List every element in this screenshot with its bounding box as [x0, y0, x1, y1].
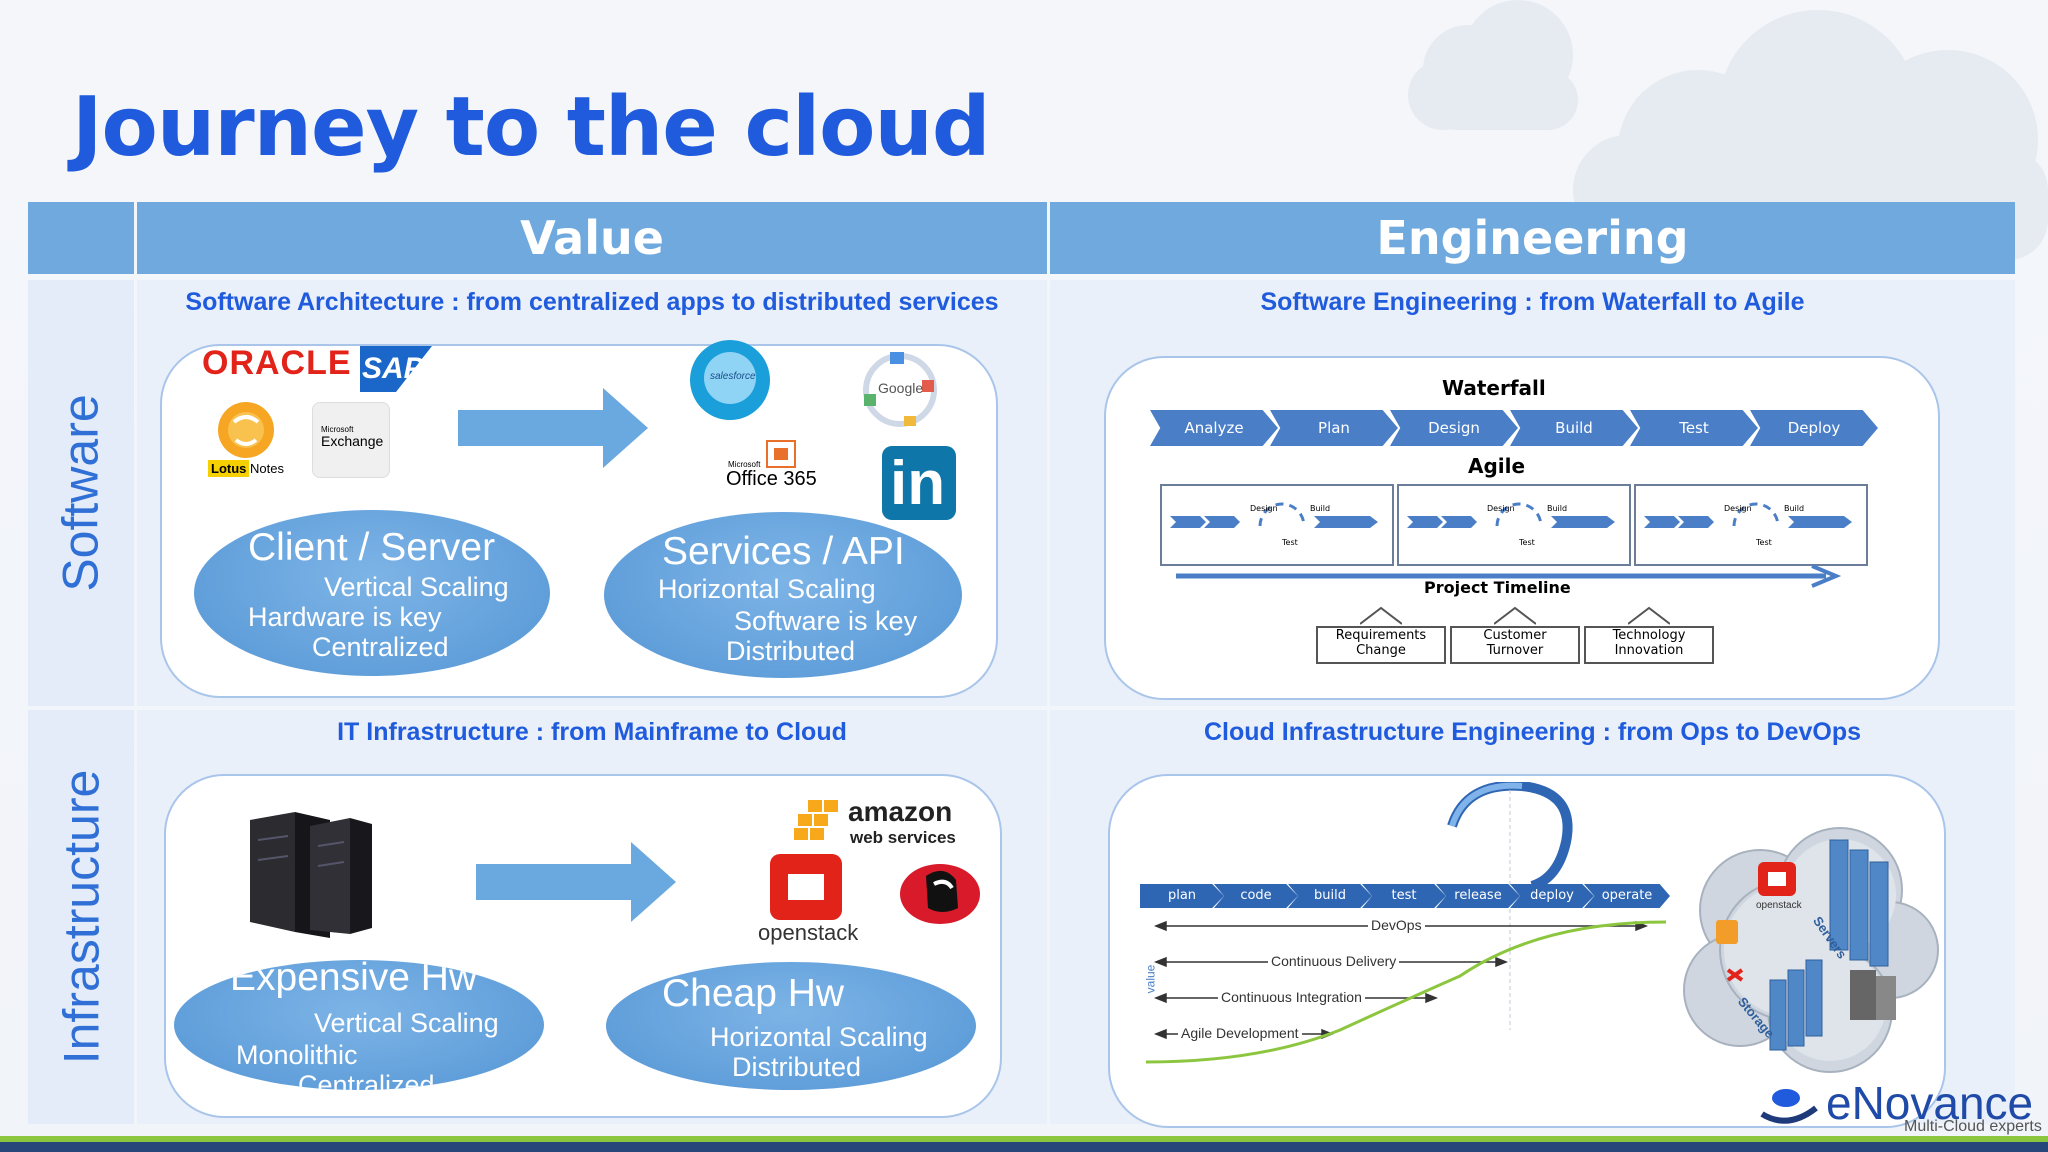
pipeline-build: build: [1288, 884, 1372, 908]
level-devops: DevOps: [1368, 917, 1425, 933]
row-label-infrastructure: Infrastructure: [28, 710, 134, 1124]
salesforce-logo: salesforce: [690, 340, 770, 420]
pipeline-release: release: [1436, 884, 1520, 908]
sprint-cycle-icon: [1407, 502, 1615, 528]
google-apps-logo: Google: [860, 350, 940, 430]
lotus-notes-logo: Lotus Notes: [208, 400, 288, 482]
software-arrow: [458, 388, 648, 468]
pipeline-test: test: [1362, 884, 1446, 908]
step-design: Design: [1390, 410, 1518, 446]
cheap-hw-ellipse: Cheap Hw Horizontal Scaling Distributed: [606, 962, 976, 1090]
sprint-cycle-icon: [1170, 502, 1378, 528]
level-continuous-delivery: Continuous Delivery: [1268, 953, 1400, 969]
amazon-web-services-logo: amazon web services: [794, 796, 974, 850]
sprint-cycle-icon: [1644, 502, 1852, 528]
software-label: Software: [53, 394, 110, 592]
devops-loop-icon: [1447, 782, 1573, 891]
agile-sprint-2: Design Build Test: [1397, 484, 1631, 566]
sap-logo: SAP: [360, 346, 432, 397]
cloud-infrastructure-illustration: [1683, 827, 1939, 1073]
devops-pipeline: plan code build test release deploy oper…: [1140, 884, 1670, 908]
step-plan: Plan: [1270, 410, 1398, 446]
waterfall-steps: Analyze Plan Design Build Test Deploy: [1150, 410, 1880, 446]
value-header: Value: [137, 202, 1047, 274]
pipeline-operate: operate: [1584, 884, 1670, 908]
timeline-divider: [1509, 790, 1511, 1030]
services-api-ellipse: Services / API Horizontal Scaling Softwa…: [604, 512, 962, 678]
row-label-software: Software: [28, 280, 134, 706]
mainframe-server-icon: [250, 812, 372, 938]
exchange-logo: Microsoft Exchange: [312, 402, 390, 478]
cloud-infrastructure-subtitle: Cloud Infrastructure Engineering : from …: [1203, 718, 1861, 746]
footer-navy-bar: [0, 1142, 2048, 1152]
level-continuous-integration: Continuous Integration: [1218, 989, 1365, 1005]
infra-arrow: [476, 842, 676, 922]
footer-green-bar: [0, 1136, 2048, 1142]
office365-logo: Microsoft Office 365: [726, 440, 856, 490]
driver-customer: Customer Turnover: [1450, 606, 1580, 664]
red-hat-logo: [900, 864, 980, 924]
slide-title: Journey to the cloud: [72, 80, 991, 175]
infrastructure-label: Infrastructure: [53, 769, 109, 1065]
enovance-brand: eNovance: [1826, 1077, 2034, 1129]
driver-technology: Technology Innovation: [1584, 606, 1714, 664]
agile-title: Agile: [1468, 454, 1526, 478]
expensive-hw-ellipse: Expensive Hw Vertical Scaling Monolithic…: [174, 960, 544, 1090]
level-agile-development: Agile Development: [1178, 1025, 1302, 1041]
software-engineering-subtitle: Software Engineering : from Waterfall to…: [1260, 288, 1805, 316]
engineering-header: Engineering: [1050, 202, 2015, 274]
project-timeline-label: Project Timeline: [1424, 578, 1571, 597]
corner-header: [28, 202, 134, 274]
oracle-logo: ORACLE: [202, 344, 352, 382]
pipeline-code: code: [1214, 884, 1298, 908]
openstack-logo: openstack: [752, 852, 882, 945]
pipeline-plan: plan: [1140, 884, 1224, 908]
pipeline-deploy: deploy: [1510, 884, 1594, 908]
step-build: Build: [1510, 410, 1638, 446]
agile-sprint-3: Design Build Test: [1634, 484, 1868, 566]
timeline-arrow: [1176, 564, 1842, 588]
step-analyze: Analyze: [1150, 410, 1278, 446]
enovance-logo-icon: [1760, 1089, 1818, 1124]
agile-sprint-1: Design Build Test: [1160, 484, 1394, 566]
step-deploy: Deploy: [1750, 410, 1878, 446]
software-architecture-subtitle: Software Architecture : from centralized…: [185, 288, 999, 316]
step-test: Test: [1630, 410, 1758, 446]
cloud-openstack-label: openstack: [1756, 900, 1802, 911]
value-axis-label: value: [1143, 964, 1158, 994]
client-server-ellipse: Client / Server Vertical Scaling Hardwar…: [194, 510, 550, 676]
waterfall-title: Waterfall: [1442, 376, 1546, 400]
driver-requirements: Requirements Change: [1316, 606, 1446, 664]
enovance-tagline: Multi-Cloud experts: [1904, 1118, 2042, 1135]
linkedin-logo: in: [882, 446, 956, 520]
it-infrastructure-subtitle: IT Infrastructure : from Mainframe to Cl…: [337, 718, 847, 746]
